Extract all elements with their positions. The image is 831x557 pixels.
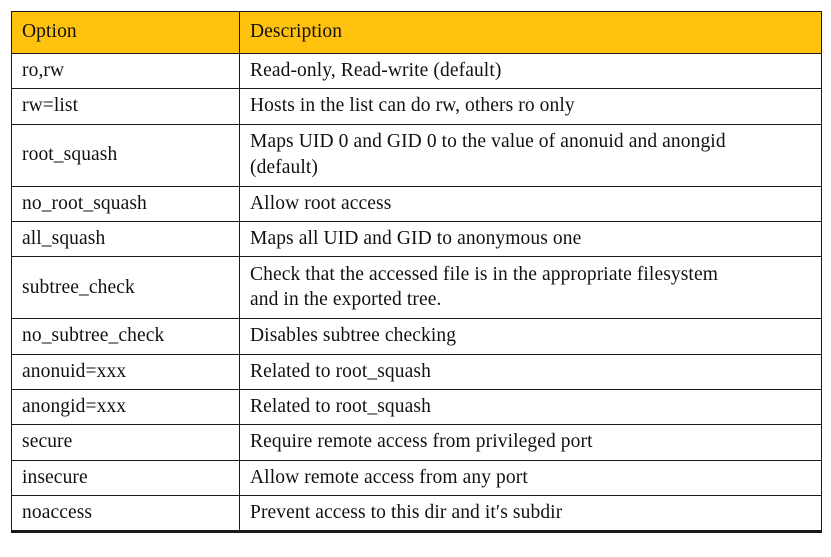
description-line-1: Prevent access to this dir and it′s subd… xyxy=(250,502,563,524)
cell-option: no_root_squash xyxy=(11,185,240,223)
cell-option: root_squash xyxy=(11,123,240,187)
description-line-1: Require remote access from privileged po… xyxy=(250,431,593,453)
description-line-2: and in the exported tree. xyxy=(250,289,442,311)
table-row: secure Require remote access from privil… xyxy=(11,424,822,461)
description-line-2: (default) xyxy=(250,156,319,178)
cell-option: no_subtree_check xyxy=(11,318,240,355)
cell-option: noaccess xyxy=(11,495,240,534)
table-row: no_root_squash Allow root access xyxy=(11,185,822,223)
cell-description: Maps UID 0 and GID 0 to the value of ano… xyxy=(239,123,822,187)
table-row: rw=list Hosts in the list can do rw, oth… xyxy=(11,88,822,125)
description-line-1: Disables subtree checking xyxy=(250,325,457,347)
cell-option: anonuid=xxx xyxy=(11,353,240,391)
table-row: anongid=xxx Related to root_squash xyxy=(11,389,822,426)
table-row: all_squash Maps all UID and GID to anony… xyxy=(11,221,822,258)
description-line-1: Related to root_squash xyxy=(250,396,431,418)
table-row: ro,rw Read-only, Read-write (default) xyxy=(11,52,822,90)
description-line-1: Hosts in the list can do rw, others ro o… xyxy=(250,95,575,117)
cell-option: anongid=xxx xyxy=(11,389,240,426)
description-line-1: Related to root_squash xyxy=(250,360,431,382)
table-body: ro,rw Read-only, Read-write (default) rw… xyxy=(11,52,822,534)
description-line-1: Maps all UID and GID to anonymous one xyxy=(250,228,582,250)
cell-description: Allow root access xyxy=(239,185,822,223)
cell-option: secure xyxy=(11,424,240,461)
cell-description: Maps all UID and GID to anonymous one xyxy=(239,221,822,258)
options-table-container: Option Description ro,rw Read-only, Read… xyxy=(11,11,822,534)
cell-description: Hosts in the list can do rw, others ro o… xyxy=(239,88,822,125)
cell-option: all_squash xyxy=(11,221,240,258)
cell-description: Related to root_squash xyxy=(239,353,822,391)
cell-option: insecure xyxy=(11,459,240,497)
cell-option: subtree_check xyxy=(11,256,240,320)
cell-description: Disables subtree checking xyxy=(239,318,822,355)
description-line-1: Allow remote access from any port xyxy=(250,466,528,488)
nfs-export-options-table: Option Description ro,rw Read-only, Read… xyxy=(11,11,822,534)
cell-option: ro,rw xyxy=(11,52,240,90)
cell-description: Related to root_squash xyxy=(239,389,822,426)
column-header-option: Option xyxy=(11,11,240,54)
table-row: no_subtree_check Disables subtree checki… xyxy=(11,318,822,355)
table-header-row: Option Description xyxy=(11,11,822,54)
description-line-1: Maps UID 0 and GID 0 to the value of ano… xyxy=(250,131,726,153)
table-header: Option Description xyxy=(11,11,822,54)
column-header-description: Description xyxy=(239,11,822,54)
table-row: anonuid=xxx Related to root_squash xyxy=(11,353,822,391)
cell-description: Allow remote access from any port xyxy=(239,459,822,497)
cell-description: Prevent access to this dir and it′s subd… xyxy=(239,495,822,534)
cell-option: rw=list xyxy=(11,88,240,125)
table-row: noaccess Prevent access to this dir and … xyxy=(11,495,822,534)
table-row: root_squash Maps UID 0 and GID 0 to the … xyxy=(11,123,822,187)
table-row: insecure Allow remote access from any po… xyxy=(11,459,822,497)
description-line-1: Check that the accessed file is in the a… xyxy=(250,264,718,286)
cell-description: Check that the accessed file is in the a… xyxy=(239,256,822,320)
description-line-1: Allow root access xyxy=(250,192,392,214)
description-line-1: Read-only, Read-write (default) xyxy=(250,60,502,81)
cell-description: Require remote access from privileged po… xyxy=(239,424,822,461)
table-row: subtree_check Check that the accessed fi… xyxy=(11,256,822,320)
cell-description: Read-only, Read-write (default) xyxy=(239,52,822,90)
